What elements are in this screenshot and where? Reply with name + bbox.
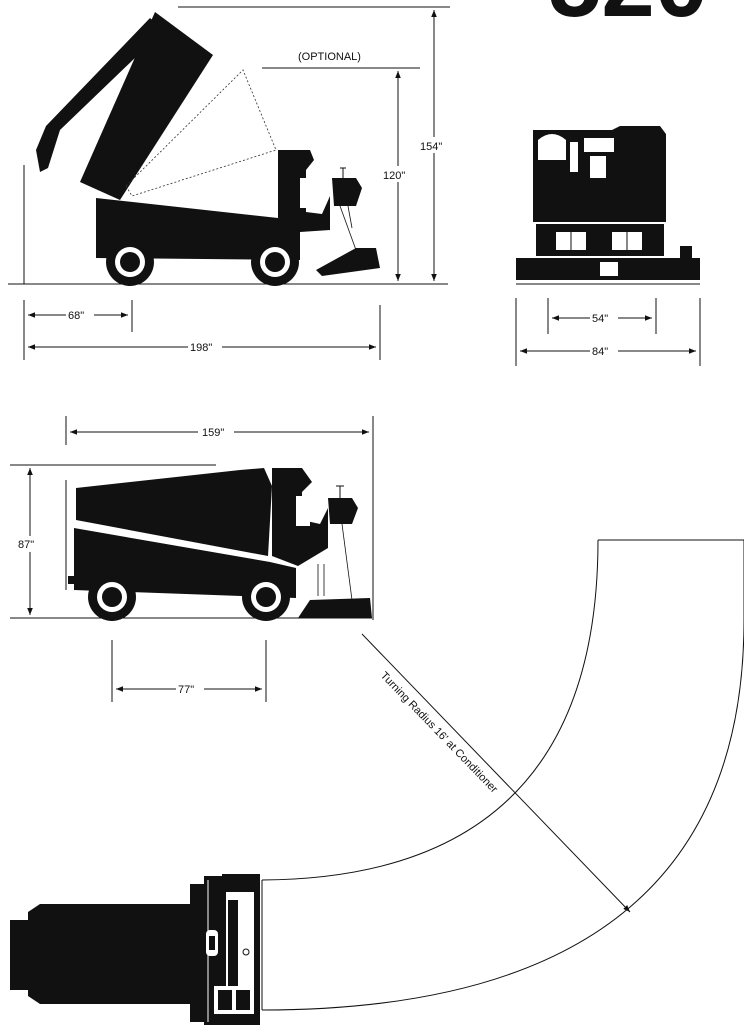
radius-line bbox=[361, 633, 631, 913]
height-label: 87" bbox=[18, 539, 34, 551]
height-optional-label: 120" bbox=[383, 170, 405, 182]
seat bbox=[332, 178, 362, 206]
track-width-label: 54" bbox=[592, 313, 608, 325]
turning-radius-label: Turning Radius 16' at Conditioner bbox=[378, 670, 500, 796]
machine-body bbox=[96, 198, 300, 260]
bin bbox=[76, 468, 272, 556]
dump-arm bbox=[36, 18, 164, 172]
top-view-bin bbox=[28, 904, 190, 1004]
outer-path bbox=[261, 540, 744, 1011]
cab-window bbox=[300, 178, 314, 208]
lowered-body bbox=[74, 528, 296, 598]
front-wheelbase-label: 68" bbox=[68, 310, 84, 322]
overall-width-label: 84" bbox=[592, 346, 608, 358]
conditioner-arm bbox=[339, 205, 357, 251]
rear-view: 54" 84" bbox=[515, 126, 701, 366]
lowered-conditioner bbox=[298, 598, 372, 618]
optional-label: (OPTIONAL) bbox=[298, 51, 361, 63]
rear-frame bbox=[536, 224, 664, 256]
conditioner bbox=[316, 248, 380, 276]
raised-bin bbox=[80, 12, 213, 200]
length-label: 159" bbox=[202, 427, 224, 439]
wheelbase-label: 77" bbox=[178, 684, 194, 696]
height-max-label: 154" bbox=[420, 141, 442, 153]
side-view-raised: 154" (OPTIONAL) 120" 68" 198" bbox=[8, 6, 450, 360]
overall-length-label: 198" bbox=[190, 342, 212, 354]
model-title: 520 bbox=[548, 0, 708, 37]
side-view-lowered: 159" 87" 77" bbox=[10, 416, 374, 702]
optional-bin-outline bbox=[125, 69, 277, 197]
inner-path bbox=[261, 539, 599, 881]
lowered-seat bbox=[328, 498, 358, 524]
steering bbox=[340, 167, 346, 178]
